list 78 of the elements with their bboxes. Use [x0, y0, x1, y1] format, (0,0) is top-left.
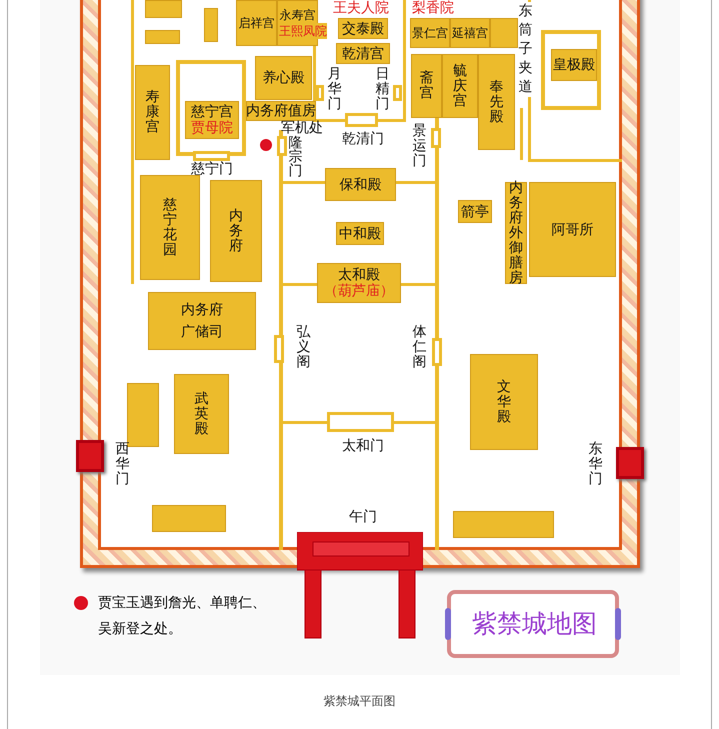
building-block — [145, 30, 180, 44]
building-label: 交泰殿 — [342, 20, 384, 36]
gate-label: 乾清门 — [342, 131, 384, 147]
building-block — [152, 505, 226, 532]
courtyard-wall — [176, 60, 246, 156]
courtyard-wall — [541, 30, 601, 110]
annotation-label: 贾母院 — [191, 120, 233, 136]
gate-label: 景运门 — [412, 124, 427, 169]
building-block — [529, 182, 616, 277]
building-block — [236, 0, 277, 46]
building-block — [458, 200, 492, 223]
building-block — [148, 292, 256, 350]
annotation-label: 王夫人院 — [333, 0, 389, 16]
map-label: 东筒子夹道 — [518, 2, 533, 97]
map-label: 军机处 — [281, 120, 323, 136]
building-label: 太和殿 — [338, 267, 380, 283]
gate-label: 慈宁门 — [191, 161, 233, 177]
gate-label: 午门 — [349, 509, 377, 525]
building-block — [174, 374, 229, 454]
building-block — [442, 54, 478, 118]
building-label: 箭亭 — [461, 204, 489, 220]
building-block — [478, 54, 515, 150]
building-label: 启祥宫 — [238, 15, 274, 31]
building-block — [453, 511, 554, 538]
building-label: 保和殿 — [340, 176, 382, 192]
gate-label: 东华门 — [588, 442, 603, 487]
building-label: 中和殿 — [339, 226, 381, 242]
gate-label: 日精门 — [375, 67, 390, 112]
building-label: 养心殿 — [262, 70, 304, 86]
building-block — [325, 168, 396, 201]
building-block — [505, 182, 527, 284]
building-label: 奉先殿 — [489, 80, 504, 124]
caption: 紫禁城平面图 — [324, 694, 396, 708]
map-title: 紫禁城地图 — [472, 608, 597, 640]
legend-text: 贾宝玉遇到詹光、单聘仁、吴新登之处。 — [98, 594, 267, 639]
building-label: 寿康宫 — [145, 90, 160, 135]
gate-label: 太和门 — [342, 438, 384, 454]
annotation-label: 梨香院 — [412, 0, 454, 16]
building-label: 毓庆宫 — [452, 64, 468, 108]
building-block — [338, 18, 388, 39]
building-label: 斋宫 — [419, 71, 434, 101]
building-block — [336, 222, 384, 245]
building-block — [127, 383, 159, 447]
building-label: 内务府值房 — [246, 103, 316, 119]
building-block — [470, 354, 538, 450]
building-block — [145, 0, 182, 18]
gate-label: 弘义阁 — [296, 325, 311, 370]
building-block — [140, 175, 200, 280]
building-label: 武英殿 — [194, 392, 209, 436]
building-label: 永寿宫 — [280, 7, 316, 23]
building-block — [450, 18, 490, 48]
building-block — [410, 18, 450, 48]
building-block — [210, 180, 262, 282]
building-label: 延禧宫 — [452, 25, 488, 41]
building-label: 慈宁花园 — [162, 198, 178, 258]
building-label: 内务府外御膳房 — [508, 180, 524, 286]
building-block — [135, 65, 170, 160]
gate-label: 隆宗门 — [288, 136, 303, 178]
building-label: 内务府广储司 — [180, 301, 224, 342]
building-block — [490, 18, 518, 48]
building-block — [185, 101, 239, 139]
gate-label: 月华门 — [327, 67, 342, 112]
building-block — [551, 49, 597, 81]
annotation-label: 王熙凤院 — [279, 23, 327, 39]
building-label: 皇极殿 — [553, 57, 595, 73]
gate-label: 体仁阁 — [412, 325, 427, 370]
building-label: 阿哥所 — [552, 222, 594, 238]
building-label: 乾清宫 — [342, 46, 384, 62]
building-block — [411, 54, 442, 118]
building-block — [204, 8, 218, 42]
gate-label: 西华门 — [115, 442, 130, 487]
building-block — [317, 263, 401, 303]
building-label: 景仁宫 — [412, 25, 448, 41]
building-block — [336, 43, 390, 64]
building-label: 文华殿 — [496, 380, 512, 424]
building-block — [255, 56, 312, 100]
building-label: 慈宁宫 — [191, 104, 233, 120]
building-label: 内务府 — [228, 208, 244, 254]
